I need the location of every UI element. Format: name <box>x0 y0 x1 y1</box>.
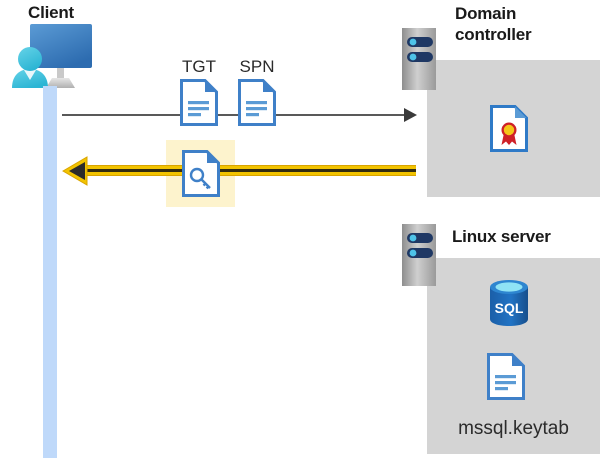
spn-label: SPN <box>239 57 275 76</box>
tgt-document-icon <box>180 79 218 126</box>
response-arrow-head <box>62 155 88 187</box>
client-title: Client <box>28 3 75 22</box>
tgt-label: TGT <box>182 57 216 76</box>
keytab-file-label: mssql.keytab <box>458 418 569 439</box>
service-ticket-key-document-icon <box>182 150 220 197</box>
domain-controller-title: Domain controller <box>455 4 532 44</box>
certificate-document-icon <box>490 105 528 152</box>
sql-database-label: SQL <box>495 300 524 316</box>
request-arrow-head <box>404 108 417 122</box>
linux-server-title: Linux server <box>452 227 551 246</box>
client-lifeline <box>43 86 57 458</box>
keytab-document-icon <box>487 353 525 400</box>
linux-server-rack-icon <box>402 224 436 286</box>
sql-database-icon: SQL <box>487 279 531 327</box>
spn-document-icon <box>238 79 276 126</box>
client-user-monitor-icon <box>8 22 104 94</box>
domain-controller-server-rack-icon <box>402 28 436 90</box>
response-arrow-line-core <box>72 169 416 172</box>
